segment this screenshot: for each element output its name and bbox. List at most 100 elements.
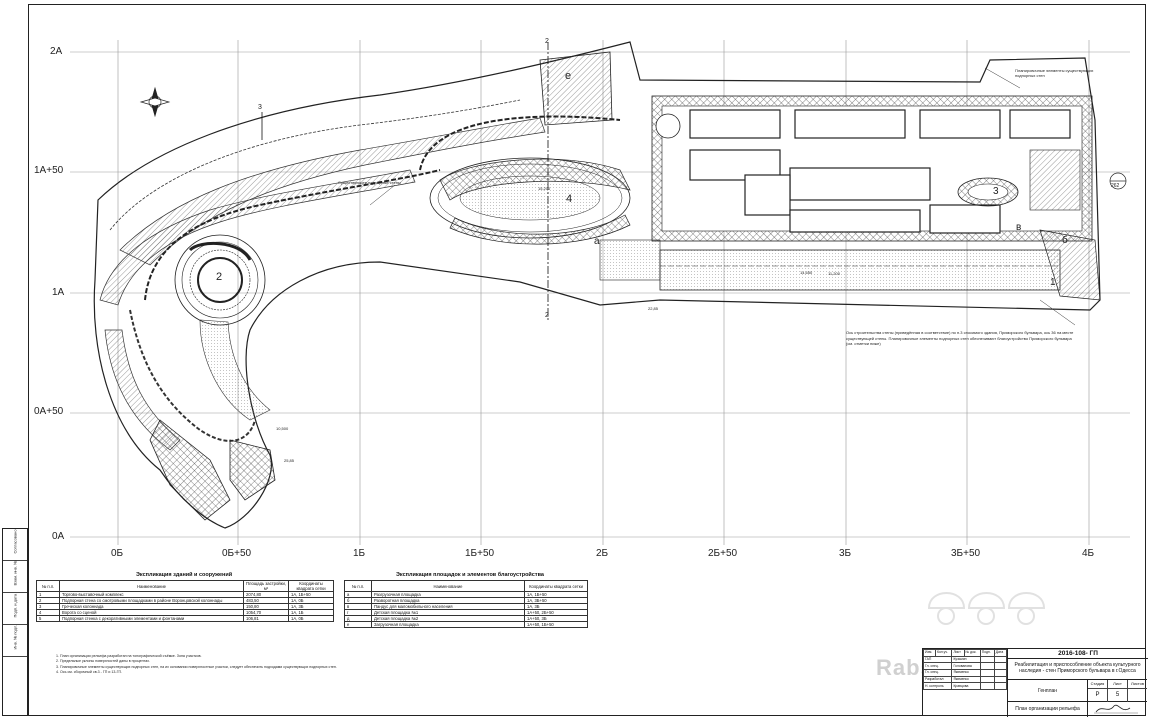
table-cell: Кол.уч. xyxy=(934,649,953,657)
table-cell: Подп. xyxy=(979,649,995,657)
company-logo xyxy=(1087,702,1147,717)
drawing-code: 2016-108- ГП xyxy=(1007,649,1148,659)
table-cell: Изм. xyxy=(923,649,936,657)
table-header: Наименование xyxy=(371,580,525,592)
elevation-label: 11,200 xyxy=(828,271,840,276)
elevation-label: 14,650 xyxy=(800,270,813,275)
elevation-label: 22,85 xyxy=(648,306,659,311)
callout-text: Ось строительства стены (приведённая в с… xyxy=(846,330,1074,346)
table-cell: Гл. спец. xyxy=(922,669,953,677)
table-cell: 106,81 xyxy=(243,615,289,622)
zone-letter: а xyxy=(594,236,600,247)
table-cell: Подпорная стена со смотровыми площадками… xyxy=(59,597,244,604)
stage-value: Р xyxy=(1095,692,1100,698)
stage-box: Стадия Лист Листов Р 5 xyxy=(1087,680,1147,702)
left-approval-strip: Согласовано Взам. инв. № Подп. и дата Ин… xyxy=(2,528,28,716)
grid-row-label: 0A xyxy=(52,531,65,542)
table-cell: 1А, 0Б xyxy=(288,615,334,622)
table-header: № п.п. xyxy=(36,580,60,592)
grid-col-label: 0Б+50 xyxy=(222,548,252,559)
table-cell: Подпорная стенка с декоративными элемент… xyxy=(59,615,244,622)
sheet-value: 5 xyxy=(1107,689,1127,702)
table-cell: ГАП xyxy=(922,655,953,664)
table-header: № п.п. xyxy=(344,580,372,592)
grid-col-label: 3Б+50 xyxy=(951,548,981,559)
grid-col-label: 2Б xyxy=(596,548,609,559)
table-cell xyxy=(979,675,995,684)
zone-letter: в xyxy=(1016,222,1022,233)
note-line: 1. План организации рельефа разработан н… xyxy=(56,654,202,658)
buildings-table: № п.п. Наименование Площадь застройки, м… xyxy=(36,580,334,622)
callout-text: Существующее подпорные стены xyxy=(338,180,401,185)
service-block xyxy=(539,51,613,126)
sheets-header: Листов xyxy=(1127,680,1147,688)
stair-block xyxy=(149,419,231,521)
terrace-outer xyxy=(109,99,521,231)
callout-text: Планировочные элементы существующих подп… xyxy=(1015,68,1094,78)
table-cell xyxy=(993,682,1008,691)
note-line: 4. Ось см. сборочный св.3 - ГП и 13-ГП. xyxy=(56,669,123,674)
section-mark: 2 xyxy=(545,38,549,45)
table-cell: Загрузочная площадка xyxy=(371,621,525,628)
callout-leader xyxy=(369,184,396,206)
signatures-row: Гл. спец.Якименко xyxy=(922,669,1008,677)
table-cell: 5 xyxy=(36,615,60,622)
grid-col-label: 0Б xyxy=(111,548,124,559)
grid-row-label: 2A xyxy=(50,46,63,57)
plan-title: План организации рельефа xyxy=(1007,702,1087,717)
grid-col-label: 1Б+50 xyxy=(465,548,495,559)
table-header: Наименование xyxy=(59,580,244,592)
section-mark: 3 xyxy=(258,104,262,111)
note-line: 2. Предельные уклоны поверхностей даны в… xyxy=(56,659,150,664)
note-line: 3. Планировочные элементы существующих п… xyxy=(56,664,337,669)
signatures-row: Гл. спец.Голованова xyxy=(922,662,1008,671)
table-cell: Разработал xyxy=(922,675,953,684)
table-cell xyxy=(979,662,995,671)
sheet-marker xyxy=(1109,172,1127,190)
strip-cell: Согласовано xyxy=(3,529,27,561)
project-title: Реабилитация и приспособление объекта ку… xyxy=(1007,658,1147,680)
buildings-table-title: Экспликация зданий и сооружений xyxy=(136,572,233,578)
section-mark: 2 xyxy=(545,312,549,319)
table-cell: Якименко xyxy=(951,675,981,684)
table-cell: Гл. спец. xyxy=(922,662,953,671)
north-arrow-icon xyxy=(139,86,171,118)
table-cell: Н. контроль xyxy=(922,682,953,691)
sheet-name: Генплан xyxy=(1007,680,1087,702)
watermark-helmets-icon xyxy=(927,592,1046,625)
table-header: Площадь застройки, м² xyxy=(243,580,289,592)
stage-header: Стадия xyxy=(1090,681,1105,686)
table-cell xyxy=(993,662,1008,671)
table-cell: е xyxy=(344,621,372,628)
table-cell: Лист xyxy=(951,649,965,657)
grid-col-label: 4Б xyxy=(1082,548,1095,559)
table-header: Координаты квадрата сетки xyxy=(524,580,588,592)
sheet-marker-number: 262 xyxy=(1111,183,1120,189)
signature-logo-icon xyxy=(1094,704,1138,714)
table-cell xyxy=(979,669,995,677)
amphitheatre xyxy=(419,115,631,245)
exhibition-complex xyxy=(651,95,1093,242)
plaza-ring xyxy=(199,319,271,421)
grid-col-label: 1Б xyxy=(353,548,366,559)
table-cell: 1А+50, 1Б+50 xyxy=(524,621,588,628)
zone-number: 3 xyxy=(993,186,999,197)
table-cell: Кравцова xyxy=(951,682,981,691)
table-cell: Кузьмин xyxy=(951,655,981,664)
terrace-curve xyxy=(129,309,256,442)
terrace-band xyxy=(119,117,546,266)
table-cell xyxy=(993,675,1008,684)
zone-letter: б xyxy=(1062,235,1068,246)
drawing-notes: 1. План организации рельефа разработан н… xyxy=(56,654,337,675)
table-cell: Дата xyxy=(993,649,1008,657)
areas-table: № п.п. Наименование Координаты квадрата … xyxy=(344,580,588,628)
table-header-row: № п.п. Наименование Координаты квадрата … xyxy=(344,580,588,592)
promenade-strip xyxy=(659,249,1061,291)
table-cell xyxy=(979,682,995,691)
table-header: Координаты квадрата сетки xyxy=(288,580,334,592)
